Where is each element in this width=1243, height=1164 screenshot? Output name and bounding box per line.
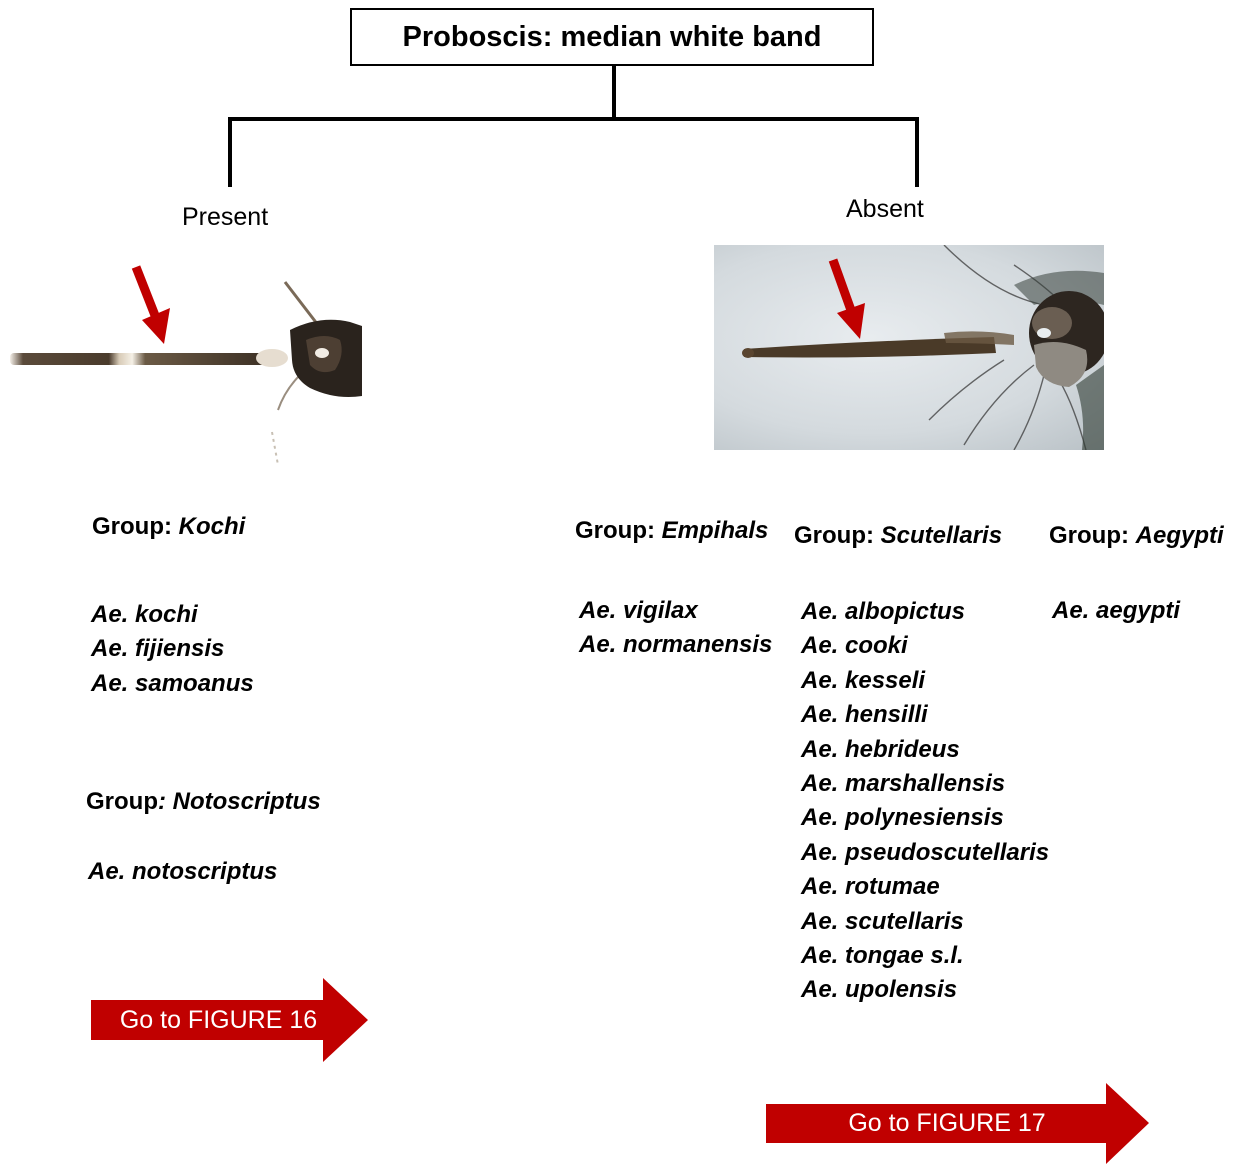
- arrow-right-icon: [766, 1083, 1149, 1164]
- species-list-notoscriptus: Ae. notoscriptus: [88, 855, 277, 889]
- group-prefix: Group:: [794, 522, 881, 549]
- species-list-scutellaris: Ae. albopictus Ae. cooki Ae. kesseli Ae.…: [801, 595, 1049, 1008]
- arrow-right-icon: [91, 978, 368, 1062]
- species-item: Ae. samoanus: [91, 669, 254, 697]
- species-item: Ae. tongae s.l.: [801, 942, 964, 970]
- branch-label-present: Present: [182, 203, 269, 231]
- group-name: Kochi: [178, 513, 246, 540]
- species-item: Ae. pseudoscutellaris: [801, 838, 1050, 866]
- species-list-kochi: Ae. kochi Ae. fijiensis Ae. samoanus: [91, 598, 254, 701]
- species-item: Ae. scutellaris: [801, 907, 964, 935]
- goto-figure-17-button[interactable]: Go to FIGURE 17: [766, 1083, 1149, 1164]
- species-item: Ae. albopictus: [801, 598, 966, 625]
- group-name: Aegypti: [1135, 522, 1224, 549]
- species-item: Ae. normanensis: [579, 631, 773, 659]
- group-prefix: Group:: [1049, 522, 1136, 549]
- group-heading-scutellaris: Group: Scutellaris: [794, 522, 1002, 550]
- species-item: Ae. kochi: [91, 601, 198, 628]
- branch-label-absent: Absent: [846, 195, 924, 223]
- group-heading-kochi: Group: Kochi: [92, 513, 245, 541]
- species-item: Ae. polynesiensis: [801, 804, 1004, 832]
- species-item: Ae. kesseli: [801, 666, 926, 694]
- goto-figure-16-button[interactable]: Go to FIGURE 16: [91, 978, 368, 1062]
- species-item: Ae. notoscriptus: [88, 858, 278, 885]
- species-item: Ae. fijiensis: [91, 635, 225, 663]
- species-item: Ae. hensilli: [801, 701, 928, 729]
- proboscis-photo-white-band: [10, 260, 365, 470]
- species-item: Ae. rotumae: [801, 873, 940, 901]
- species-item: Ae. marshallensis: [801, 770, 1006, 798]
- species-item: Ae. vigilax: [579, 597, 698, 624]
- group-heading-empihals: Group: Empihals: [575, 517, 768, 545]
- species-item: Ae. aegypti: [1052, 597, 1181, 624]
- proboscis-photo-no-band: [714, 245, 1104, 450]
- group-heading-aegypti: Group: Aegypti: [1049, 522, 1224, 550]
- species-list-aegypti: Ae. aegypti: [1052, 594, 1180, 628]
- group-name: Empihals: [661, 517, 769, 544]
- species-item: Ae. cooki: [801, 632, 908, 660]
- species-list-empihals: Ae. vigilax Ae. normanensis: [579, 594, 772, 663]
- group-prefix: Group:: [92, 513, 179, 540]
- group-name: Scutellaris: [880, 522, 1003, 549]
- species-item: Ae. upolensis: [801, 976, 958, 1004]
- group-name: : Notoscriptus: [158, 788, 321, 815]
- group-prefix: Group:: [575, 517, 662, 544]
- goto-figure-16-label: Go to FIGURE 16: [119, 1005, 318, 1034]
- group-prefix: Group: [86, 788, 158, 815]
- species-item: Ae. hebrideus: [801, 735, 960, 763]
- key-title: Proboscis: median white band: [350, 8, 874, 66]
- goto-figure-17-label: Go to FIGURE 17: [848, 1109, 1046, 1137]
- group-heading-notoscriptus: Group: Notoscriptus: [86, 788, 321, 816]
